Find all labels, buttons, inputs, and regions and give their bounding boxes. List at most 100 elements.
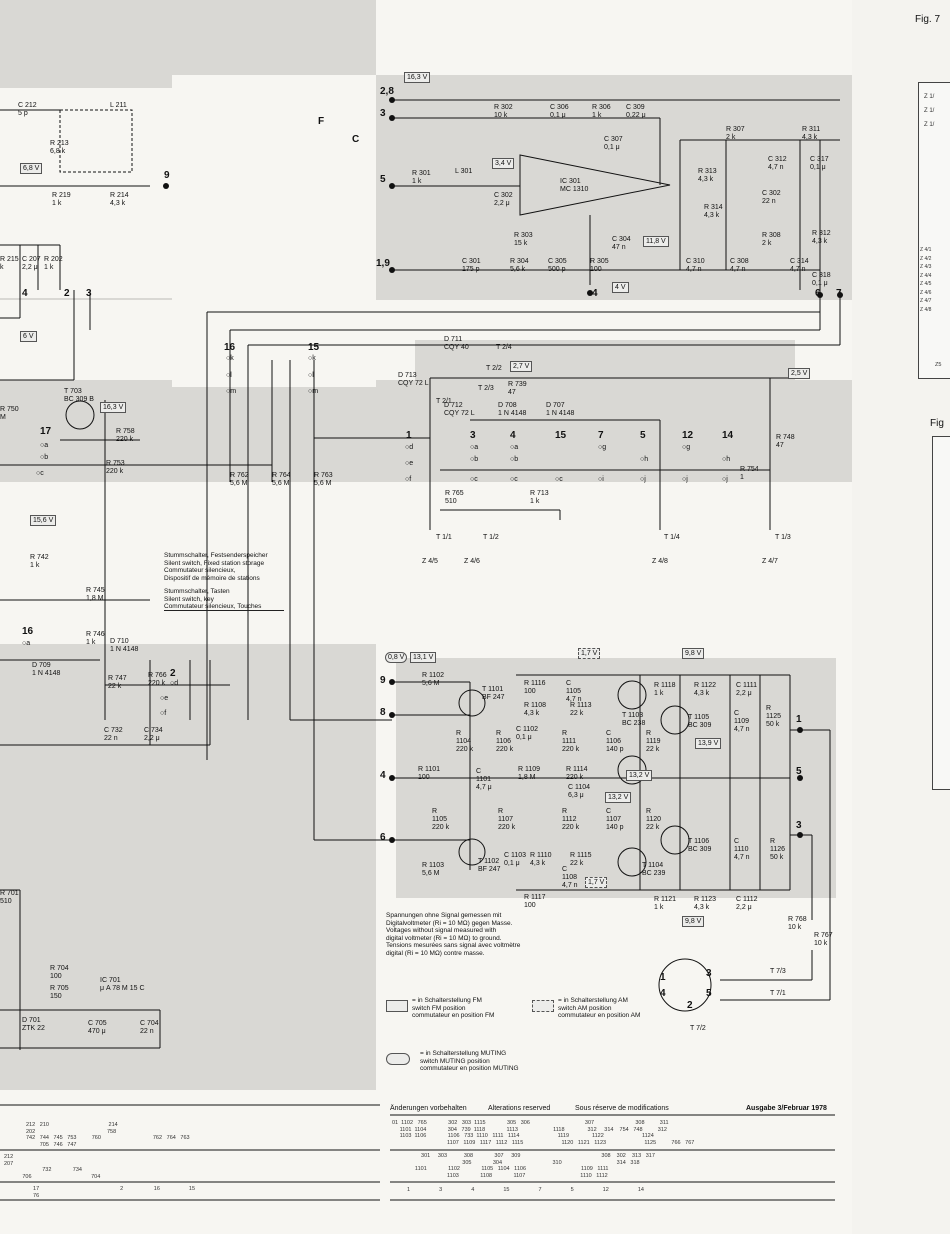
test-point-t2-1: T 2/1	[436, 398, 452, 405]
switch-contact-g-7: ○g	[598, 444, 607, 451]
label-r747: R 747 22 k	[108, 675, 127, 690]
parts-table-left-row3: 17 2 16 15 76	[33, 1186, 196, 1199]
label-r745: R 745 1,8 M	[86, 587, 105, 602]
din-pin-1: 1	[660, 972, 666, 983]
parts-table-left-row1: 212 210 214 202 758 742 744 745 753 760 …	[26, 1122, 190, 1148]
switch-contact-a-3: ○a	[470, 444, 479, 451]
switch-1: 1	[406, 430, 412, 441]
label-l301: L 301	[455, 168, 473, 175]
label-c705: C 705 470 μ	[88, 1020, 107, 1035]
ic301-triangle	[519, 154, 671, 216]
switch-contact-m-15: ○m	[308, 388, 319, 395]
label-r762: R 762 5,6 M	[230, 472, 249, 487]
label-r764: R 764 5,6 M	[272, 472, 291, 487]
label-r304: R 304 5,6 k	[510, 258, 529, 273]
l211-can-outline	[59, 109, 133, 173]
label-d701: D 701 ZTK 22	[22, 1017, 45, 1032]
label-r1108: R 1108 4,3 k	[524, 702, 547, 717]
footer-changes-de: Änderungen vorbehalten	[390, 1105, 467, 1112]
label-r705: R 705 150	[50, 985, 69, 1000]
label-ic301: IC 301 MC 1310	[560, 178, 589, 193]
label-r748: R 748 47	[776, 434, 795, 449]
label-r213: R 213 6,8 k	[50, 140, 69, 155]
label-r765: R 765 510	[445, 490, 464, 505]
label-c1107: C 1107 140 p	[606, 808, 624, 831]
figure-label-2: Fig	[930, 418, 944, 429]
label-c301: C 301 175 p	[462, 258, 481, 273]
connector-z4-8: Z 4/8	[652, 558, 668, 565]
pin-C: C	[352, 134, 360, 145]
switch-contact-f-2: ○f	[160, 710, 167, 717]
label-c1108: C 1108 4,7 n	[562, 866, 578, 889]
label-r1119: R 1119 22 k	[646, 730, 661, 753]
label-r1116: R 1116 100	[524, 680, 546, 695]
parts-table-right-row2: 301 303 308 307 309 308 302 313 317 305 …	[414, 1153, 655, 1179]
label-r303: R 303 15 k	[514, 232, 533, 247]
test-point-t7-1: T 7/1	[770, 990, 786, 997]
switch-contact-i-7: ○i	[598, 476, 604, 483]
switch-12: 12	[682, 430, 694, 441]
label-r314: R 314 4,3 k	[704, 204, 723, 219]
caption-muting-key-underline	[164, 610, 284, 611]
switch-3: 3	[470, 430, 476, 441]
test-point-t1-1: T 1/1	[436, 534, 452, 541]
switch-contact-c-17: ○c	[36, 470, 44, 477]
label-r202: R 202 1 k	[44, 256, 63, 271]
pin-4-amp: 4	[380, 770, 386, 781]
label-r311: R 311 4,3 k	[802, 126, 821, 141]
voltage-13-2-a: 13,2 V	[626, 770, 653, 781]
label-c302: C 302 2,2 μ	[494, 192, 513, 207]
switch-7: 7	[598, 430, 604, 441]
label-r307: R 307 2 k	[726, 126, 745, 141]
switch-contact-j-12: ○j	[682, 476, 688, 483]
switch-contact-b-4: ○b	[510, 456, 519, 463]
test-point-t1-4: T 1/4	[664, 534, 680, 541]
label-c317: C 317 0,1 μ	[810, 156, 829, 171]
parts-table-right-row3: 1 3 4 15 7 5 12 14	[404, 1187, 644, 1193]
switch-contact-c-4: ○c	[510, 476, 518, 483]
voltage-0-8: 0,8 V	[385, 652, 408, 663]
label-r753: R 753 220 k	[106, 460, 125, 475]
label-c314: C 314 4,7 n	[790, 258, 809, 273]
label-r1109: R 1109 1,8 M	[518, 766, 541, 781]
pin-3-left: 3	[86, 288, 92, 299]
label-d710: D 710 1 N 4148	[110, 638, 139, 653]
label-c306: C 306 0,1 μ	[550, 104, 569, 119]
label-r758: R 758 220 k	[116, 428, 135, 443]
label-d712: D 712 CQY 72 L	[444, 402, 475, 417]
legend-muting-box	[386, 1053, 410, 1065]
label-r750: R 750 M	[0, 406, 19, 421]
switch-contact-c-15: ○c	[555, 476, 563, 483]
label-c732: C 732 22 n	[104, 727, 123, 742]
switch-contact-f: ○f	[405, 476, 412, 483]
test-point-t2-2: T 2/2	[486, 365, 502, 372]
label-r1112: R 1112 220 k	[562, 808, 580, 831]
pin-9-amp: 9	[380, 675, 386, 686]
switch-14: 14	[722, 430, 734, 441]
label-r308: R 308 2 k	[762, 232, 781, 247]
label-c309: C 309 0,22 μ	[626, 104, 646, 119]
label-c305: C 305 500 p	[548, 258, 567, 273]
label-r1113: R 1113 22 k	[570, 702, 592, 717]
switch-contact-m-16: ○m	[226, 388, 237, 395]
din-socket-outline	[658, 958, 712, 1012]
legend-am-text: = in Schalterstellung AM switch AM posit…	[558, 997, 641, 1019]
pin-8-amp: 8	[380, 707, 386, 718]
label-c307: C 307 0,1 μ	[604, 136, 623, 151]
pin-5-out: 5	[796, 766, 802, 777]
test-point-t1-3: T 1/3	[775, 534, 791, 541]
switch-contact-c-3: ○c	[470, 476, 478, 483]
test-point-t7-3: T 7/3	[770, 968, 786, 975]
switch-5: 5	[640, 430, 646, 441]
pcb-edge-labels-top: Z 1/ Z 1/ Z 1/	[924, 94, 935, 128]
pin-7-bot: 7	[836, 288, 842, 299]
label-r713: R 713 1 k	[530, 490, 549, 505]
pin-2-left: 2	[64, 288, 70, 299]
label-r1120: R 1120 22 k	[646, 808, 662, 831]
label-r767: R 767 10 k	[814, 932, 833, 947]
label-t1102: T 1102 BF 247	[478, 858, 501, 873]
connector-z4-7: Z 4/7	[762, 558, 778, 565]
pin-4-bot: 4	[592, 288, 598, 299]
pin-6-bot: 6	[815, 288, 821, 299]
